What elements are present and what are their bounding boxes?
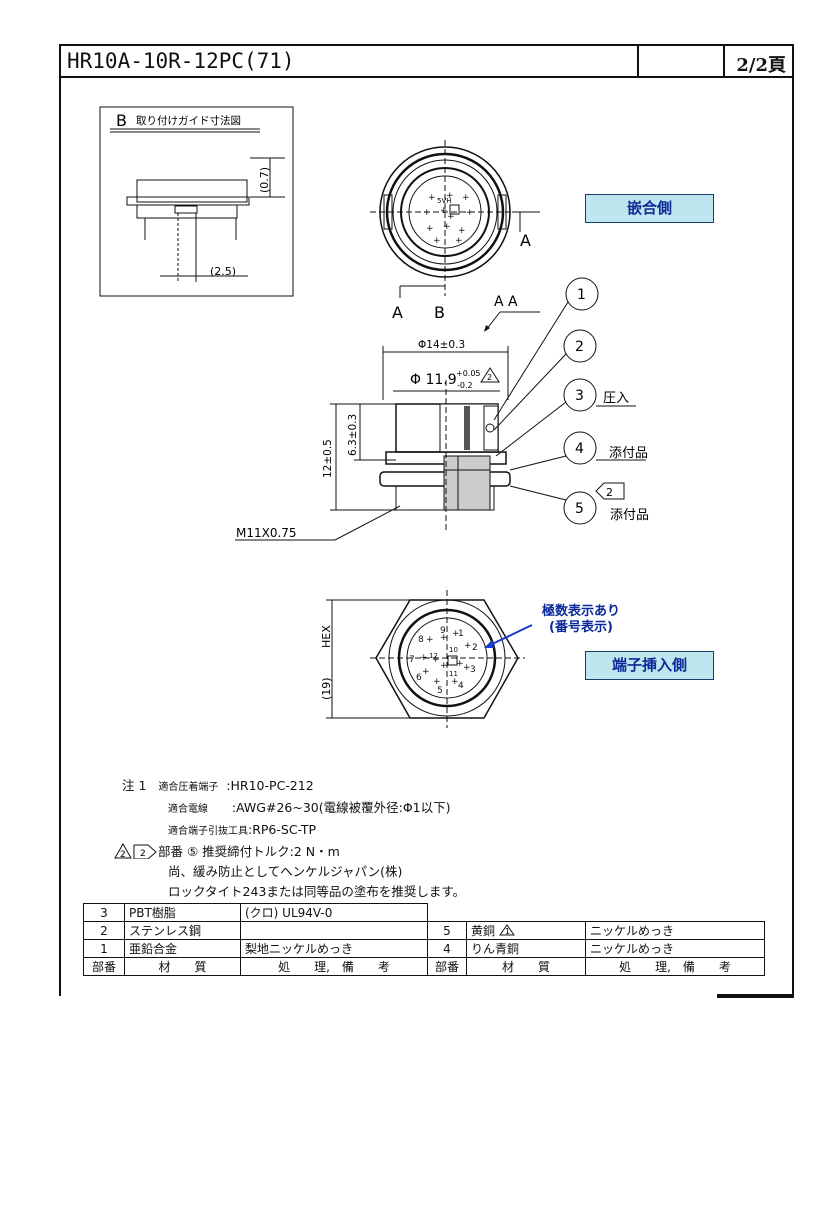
svg-text:+: + — [426, 635, 434, 645]
svg-text:+: + — [443, 222, 451, 232]
svg-text:2: 2 — [120, 850, 126, 859]
front-view: 5VH +++ +++ +++ +++ A A B — [370, 140, 540, 322]
svg-text:2: 2 — [140, 849, 146, 859]
hex-dim: (19) — [320, 677, 333, 700]
svg-text:+: + — [464, 641, 472, 651]
svg-text:+: + — [463, 663, 471, 673]
svg-text:+: + — [423, 208, 431, 218]
guide-title: 取り付けガイド寸法図 — [136, 114, 241, 127]
mating-side-label: 嵌合側 — [585, 194, 714, 223]
callout-2: 2 — [575, 339, 584, 355]
dia-tol-plus: +0.05 — [456, 369, 481, 378]
svg-text:+: + — [446, 191, 454, 201]
svg-text:8: 8 — [418, 635, 424, 645]
table-header-row: 部番 材 質 処 理, 備 考 部番 材 質 処 理, 備 考 — [83, 957, 765, 976]
svg-text:+: + — [452, 629, 460, 639]
callout-4-text: 添付品 — [609, 446, 648, 461]
guide-dim-25: (2.5) — [210, 265, 236, 278]
svg-text:10: 10 — [449, 646, 458, 654]
note-line-1: 注 1 適合圧着端子 :HR10-PC-212 — [122, 778, 314, 793]
svg-text:+: + — [466, 208, 474, 218]
hex-label: HEX — [320, 625, 333, 648]
svg-text:+: + — [451, 677, 459, 687]
title-blank-cell — [637, 46, 725, 76]
section-mark-a: A — [520, 231, 531, 250]
frame-bottom-mark — [717, 994, 794, 998]
note-line-5: 尚、緩み防止としてヘンケルジャパン(株) — [168, 864, 403, 879]
table-row: 1 亜鉛合金 梨地ニッケルめっき 4 りん青銅 ニッケルめっき — [83, 939, 765, 958]
svg-text:5: 5 — [437, 686, 443, 696]
callout-5: 5 — [575, 501, 584, 517]
table-row: 3 PBT樹脂 (クロ) UL94V-0 — [83, 903, 765, 922]
svg-text:+: + — [440, 661, 448, 671]
title-block: HR10A-10R-12PC(71) 2/2頁 — [59, 44, 794, 78]
dia-inner: Φ 11.9 — [410, 372, 457, 388]
svg-text:+: + — [462, 193, 470, 203]
svg-text:1: 1 — [458, 629, 464, 639]
callout-3: 3 — [575, 388, 584, 404]
dia-rev: 2 — [487, 373, 492, 382]
svg-text:12: 12 — [429, 652, 438, 660]
svg-text:+: + — [428, 193, 436, 203]
guide-view: B 取り付けガイド寸法図 (2.5) (0.7) — [99, 106, 294, 297]
svg-text:+: + — [447, 212, 455, 222]
section-title: A A — [494, 294, 518, 310]
dia-outer: Φ14±0.3 — [418, 339, 465, 351]
note-line-4: 2 2 部番 ⑤ 推奨締付トルク:2 N・m — [114, 842, 465, 862]
rev-flags: 2 2 — [114, 842, 157, 860]
svg-text:11: 11 — [449, 670, 458, 678]
guide-marker: B — [116, 111, 127, 130]
svg-text:1: 1 — [505, 927, 510, 936]
callout-4: 4 — [575, 441, 584, 457]
note-line-3: 適合端子引抜工具:RP6-SC-TP — [168, 822, 317, 837]
height-body: 6.3±0.3 — [347, 414, 359, 456]
section-view: A A Φ14±0.3 Φ 11.9 +0.05 -0.2 2 12±0.5 — [235, 277, 649, 541]
callout-3-text: 圧入 — [603, 391, 629, 406]
page-number: 2/2頁 — [736, 55, 786, 76]
svg-text:9: 9 — [440, 626, 446, 636]
svg-text:+: + — [433, 236, 441, 246]
table-row: 2 ステンレス鋼 5 黄銅 1 ニッケルめっき — [83, 921, 765, 940]
svg-text:+: + — [458, 226, 466, 236]
svg-text:+: + — [456, 659, 464, 669]
section-rev-flag: 2 — [606, 486, 613, 499]
callout-1: 1 — [577, 287, 586, 303]
part-number: HR10A-10R-12PC(71) — [67, 49, 295, 73]
dia-tol-minus: -0.2 — [457, 381, 473, 390]
key-mark: 5VH — [437, 197, 452, 205]
svg-text:7: 7 — [409, 655, 415, 665]
terminal-side-label: 端子挿入側 — [585, 651, 714, 680]
guide-dim-07: (0.7) — [258, 167, 271, 193]
svg-text:4: 4 — [458, 681, 464, 691]
height-total: 12±0.5 — [322, 439, 334, 478]
pin-number-callout: 極数表示あり (番号表示) — [541, 604, 620, 635]
parts-table: 3 PBT樹脂 (クロ) UL94V-0 2 ステンレス鋼 5 黄銅 1 ニッケ… — [83, 903, 765, 976]
svg-text:6: 6 — [416, 673, 422, 683]
svg-text:3: 3 — [470, 665, 476, 675]
svg-text:+: + — [440, 206, 448, 216]
svg-text:2: 2 — [472, 643, 478, 653]
svg-text:+: + — [422, 667, 430, 677]
note-line-2: 適合電線 :AWG#26~30(電線被覆外径:Φ1以下) — [168, 800, 451, 815]
note-line-6: ロックタイト243または同等品の塗布を推奨します。 — [168, 884, 466, 899]
notes: 注 1 適合圧着端子 :HR10-PC-212 適合電線 :AWG#26~30(… — [114, 776, 466, 902]
svg-text:+: + — [455, 236, 463, 246]
callout-5-text: 添付品 — [610, 508, 649, 523]
svg-text:+: + — [420, 653, 428, 663]
svg-text:+: + — [432, 655, 440, 665]
view-mark-a: A — [392, 303, 403, 322]
svg-text:+: + — [433, 677, 441, 687]
rear-view: 1 2 3 4 5 6 7 8 9 10 11 12 +++ +++ +++ +… — [320, 590, 533, 728]
svg-text:+: + — [426, 224, 434, 234]
thread-label: M11X0.75 — [236, 526, 297, 540]
svg-text:+: + — [440, 633, 448, 643]
view-mark-b: B — [434, 303, 445, 322]
